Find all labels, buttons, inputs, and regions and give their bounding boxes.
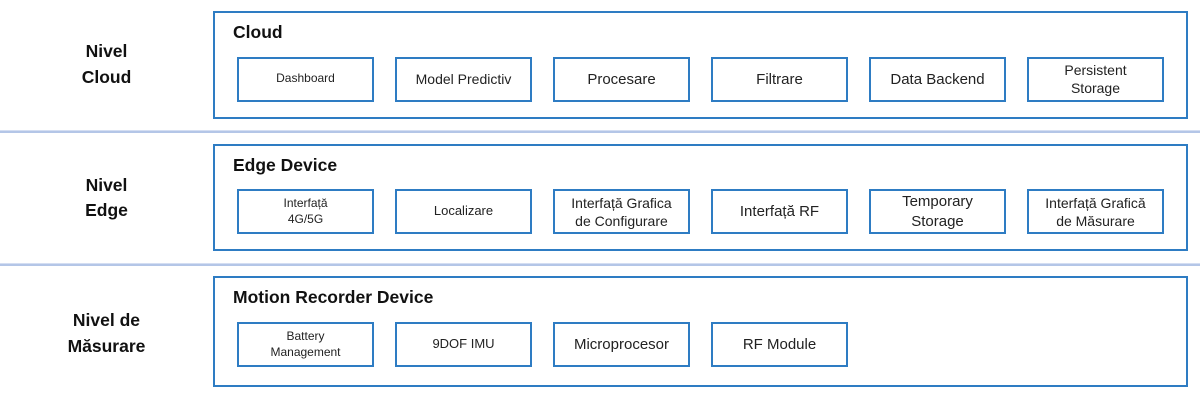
- edge-device-container: Edge Device Interfață 4G/5G Localizare I…: [213, 143, 1188, 252]
- box-data-backend-label: Data Backend: [890, 70, 985, 88]
- tier-label-edge: Nivel Edge: [85, 174, 128, 220]
- box-procesare-label: Procesare: [587, 70, 656, 88]
- box-battery-management: Battery Management: [237, 322, 374, 368]
- box-interfata-grafica-configurare: Interfață Grafica de Configurare: [553, 189, 690, 235]
- measurement-boxes-row: Battery Management 9DOF IMU Microproceso…: [237, 322, 1186, 368]
- tier-label-col-cloud: Nivel Cloud: [0, 0, 213, 130]
- box-localizare-label: Localizare: [433, 203, 494, 219]
- tier-measurement: Nivel de Măsurare Motion Recorder Device…: [0, 266, 1200, 401]
- box-rf-module-label: RF Module: [742, 335, 817, 353]
- box-filtrare: Filtrare: [711, 56, 848, 102]
- box-dashboard-label: Dashboard: [276, 71, 335, 86]
- box-filtrare-label: Filtrare: [756, 70, 803, 88]
- cloud-boxes-row: Dashboard Model Predictiv Procesare Filt…: [237, 56, 1186, 102]
- box-microprocesor-label: Microprocesor: [573, 335, 670, 353]
- box-localizare: Localizare: [395, 189, 532, 235]
- box-microprocesor: Microprocesor: [553, 322, 690, 368]
- box-persistent-storage: Persistent Storage: [1027, 56, 1164, 102]
- box-rf-module: RF Module: [711, 322, 848, 368]
- tier-label-measurement: Nivel de Măsurare: [67, 310, 146, 356]
- box-interfata-grafica-masurare-label: Interfață Grafică de Măsurare: [1045, 194, 1146, 229]
- box-9dof-imu: 9DOF IMU: [395, 322, 532, 368]
- box-model-predictiv-label: Model Predictiv: [415, 71, 512, 88]
- box-temporary-storage-label: Temporary Storage: [902, 193, 973, 230]
- box-persistent-storage-label: Persistent Storage: [1064, 62, 1127, 97]
- cloud-container: Cloud Dashboard Model Predictiv Procesar…: [213, 11, 1188, 119]
- box-interfata-rf-label: Interfață RF: [739, 203, 820, 221]
- tier-label-col-edge: Nivel Edge: [0, 133, 213, 264]
- tier-divider-1: [0, 129, 1200, 133]
- cloud-container-title: Cloud: [233, 22, 283, 42]
- tier-label-cloud: Nivel Cloud: [81, 41, 132, 87]
- motion-recorder-container-title: Motion Recorder Device: [233, 287, 434, 308]
- box-model-predictiv: Model Predictiv: [395, 56, 532, 102]
- box-9dof-imu-label: 9DOF IMU: [432, 336, 495, 352]
- box-data-backend: Data Backend: [869, 56, 1006, 102]
- box-temporary-storage: Temporary Storage: [869, 189, 1006, 235]
- box-interfata-4g-5g-label: Interfață 4G/5G: [283, 196, 328, 226]
- box-battery-management-label: Battery Management: [270, 329, 341, 359]
- edge-device-container-title: Edge Device: [233, 154, 338, 175]
- motion-recorder-container: Motion Recorder Device Battery Managemen…: [213, 276, 1188, 387]
- box-interfata-4g-5g: Interfață 4G/5G: [237, 189, 374, 235]
- tier-label-col-measurement: Nivel de Măsurare: [0, 266, 213, 401]
- tier-divider-2: [0, 263, 1200, 267]
- box-interfata-grafica-masurare: Interfață Grafică de Măsurare: [1027, 189, 1164, 235]
- tier-cloud: Nivel Cloud Cloud Dashboard Model Predic…: [0, 0, 1200, 130]
- box-procesare: Procesare: [553, 56, 690, 102]
- box-interfata-rf: Interfață RF: [711, 189, 848, 235]
- box-interfata-grafica-configurare-label: Interfață Grafica de Configurare: [571, 194, 672, 229]
- box-dashboard: Dashboard: [237, 56, 374, 102]
- tier-edge: Nivel Edge Edge Device Interfață 4G/5G L…: [0, 133, 1200, 264]
- edge-boxes-row: Interfață 4G/5G Localizare Interfață Gra…: [237, 189, 1186, 235]
